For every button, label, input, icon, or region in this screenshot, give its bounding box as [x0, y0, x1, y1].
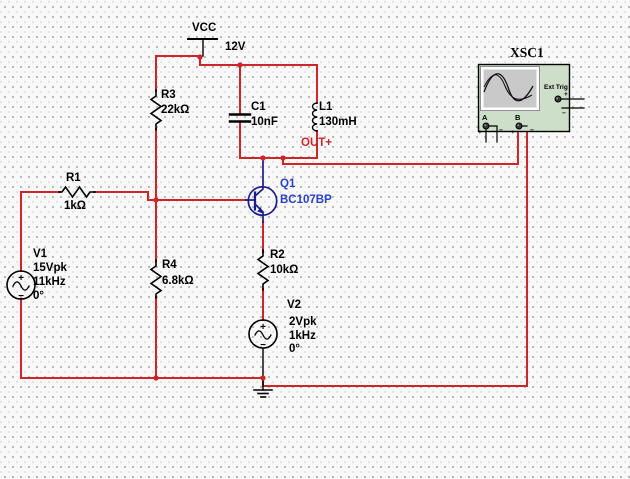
net-label-out-plus[interactable]: OUT+	[301, 137, 332, 149]
r1-symbol	[58, 185, 96, 199]
v2-sine-symbol	[254, 330, 272, 340]
xsc1-ext-trig-label: Ext Trig	[544, 84, 568, 91]
transistor-q1[interactable]: Q1 BC107BP	[245, 157, 332, 223]
xsc1-ext-trig-terminal-highlight	[556, 97, 559, 100]
v2-phase-label[interactable]: 0°	[289, 343, 300, 355]
r1-value-label[interactable]: 1kΩ	[64, 200, 86, 212]
q1-value-label[interactable]: BC107BP	[280, 194, 332, 206]
wires	[20, 55, 528, 387]
xsc1-channel-b-terminal-highlight	[517, 124, 520, 127]
v1-sine-symbol	[12, 281, 30, 291]
xsc1-waveforms	[483, 73, 534, 102]
v1-ref-label[interactable]: V1	[33, 248, 48, 260]
junction-dot	[153, 375, 159, 381]
wire-r1-base[interactable]	[93, 191, 247, 201]
junction-dots	[153, 54, 286, 381]
junction-dot	[153, 197, 159, 203]
wire-ground-to-scope-b-minus[interactable]	[262, 126, 528, 387]
v2-amplitude-label[interactable]: 2Vpk	[289, 316, 317, 328]
vcc-value-label[interactable]: 12V	[225, 41, 246, 53]
r2-ref-label[interactable]: R2	[270, 249, 285, 261]
q1-collector-lead	[253, 157, 264, 198]
xsc1-ext-trig-minus-sign: −	[562, 110, 566, 117]
v1-minus-sign: −	[18, 291, 24, 302]
xsc1-waveform-trace-1	[483, 73, 534, 102]
junction-dot	[260, 155, 266, 161]
l1-ref-label[interactable]: L1	[319, 101, 333, 113]
v2-plus-sign: +	[260, 322, 266, 333]
v1-body-circle	[6, 270, 36, 300]
xsc1-channel-b-minus-sign: −	[530, 127, 534, 134]
r4-symbol	[149, 259, 163, 299]
l1-value-label[interactable]: 130mH	[319, 116, 357, 128]
xsc1-channel-a-stub-minus	[488, 125, 498, 143]
c1-value-label[interactable]: 10nF	[251, 116, 278, 128]
power-source-vcc[interactable]: VCC 12V	[187, 22, 246, 57]
r2-value-label[interactable]: 10kΩ	[270, 264, 298, 276]
resistor-r4[interactable]: R4 6.8kΩ	[149, 259, 194, 299]
junction-dot	[197, 54, 203, 60]
wire-vcc-rail[interactable]	[155, 55, 318, 66]
wire-ground-rail-left[interactable]	[20, 298, 264, 379]
q1-emitter-arrow	[257, 207, 263, 214]
r3-value-label[interactable]: 22kΩ	[161, 104, 189, 116]
l1-symbol	[311, 102, 318, 132]
wire-out-to-scope-b-plus[interactable]	[282, 128, 519, 165]
ground-symbol[interactable]	[253, 348, 273, 398]
xsc1-channel-a-minus-sign: −	[499, 127, 503, 134]
xsc1-channel-a-terminal[interactable]	[482, 122, 490, 130]
c1-ref-label[interactable]: C1	[251, 101, 266, 113]
r4-ref-label[interactable]: R4	[162, 259, 177, 271]
r4-value-label[interactable]: 6.8kΩ	[162, 275, 194, 287]
v2-minus-sign: −	[260, 340, 266, 351]
vcc-ref-label[interactable]: VCC	[192, 22, 216, 34]
xsc1-ref-label[interactable]: XSC1	[510, 45, 544, 60]
xsc1-ext-trig-plus-sign: +	[564, 91, 568, 98]
junction-dot	[237, 62, 243, 68]
v1-phase-label[interactable]: 0°	[33, 290, 44, 302]
ac-source-v2[interactable]: + − V2 2Vpk 1kHz 0°	[248, 299, 317, 355]
oscilloscope-xsc1[interactable]: XSC1 Ext Trig + − A + − B + −	[477, 45, 585, 143]
xsc1-ext-trig-terminal[interactable]	[554, 95, 562, 103]
v1-plus-sign: +	[18, 273, 24, 284]
xsc1-channel-b-plus-sign: +	[511, 129, 515, 136]
xsc1-channel-b-terminal[interactable]	[515, 122, 523, 130]
xsc1-channel-b-label: B	[515, 113, 521, 122]
inductor-l1[interactable]: L1 130mH	[311, 101, 357, 132]
xsc1-waveform-trace-2	[483, 74, 533, 100]
v2-body-circle	[248, 319, 278, 349]
r2-symbol	[256, 249, 270, 291]
resistor-r3[interactable]: R3 22kΩ	[149, 89, 189, 131]
xsc1-channel-a-label: A	[482, 113, 488, 122]
xsc1-channel-a-terminal-highlight	[484, 124, 487, 127]
r3-symbol	[149, 89, 163, 131]
resistor-r1[interactable]: R1 1kΩ	[58, 172, 96, 212]
junction-dot	[260, 375, 266, 381]
v1-frequency-label[interactable]: 11kHz	[33, 276, 66, 288]
ac-source-v1[interactable]: + − V1 15Vpk 11kHz 0°	[6, 248, 67, 302]
xsc1-channel-a-plus-sign: +	[478, 129, 482, 136]
resistor-r2[interactable]: R2 10kΩ	[256, 249, 298, 291]
r1-ref-label[interactable]: R1	[66, 172, 81, 184]
q1-emitter-lead	[253, 202, 264, 223]
q1-ref-label[interactable]: Q1	[280, 178, 296, 190]
v2-frequency-label[interactable]: 1kHz	[289, 330, 316, 342]
xsc1-screen	[483, 69, 537, 108]
v1-amplitude-label[interactable]: 15Vpk	[33, 262, 67, 274]
r3-ref-label[interactable]: R3	[161, 89, 176, 101]
v2-ref-label[interactable]: V2	[287, 299, 301, 311]
junction-dot	[280, 155, 286, 161]
capacitor-c1[interactable]: C1 10nF	[228, 101, 278, 128]
